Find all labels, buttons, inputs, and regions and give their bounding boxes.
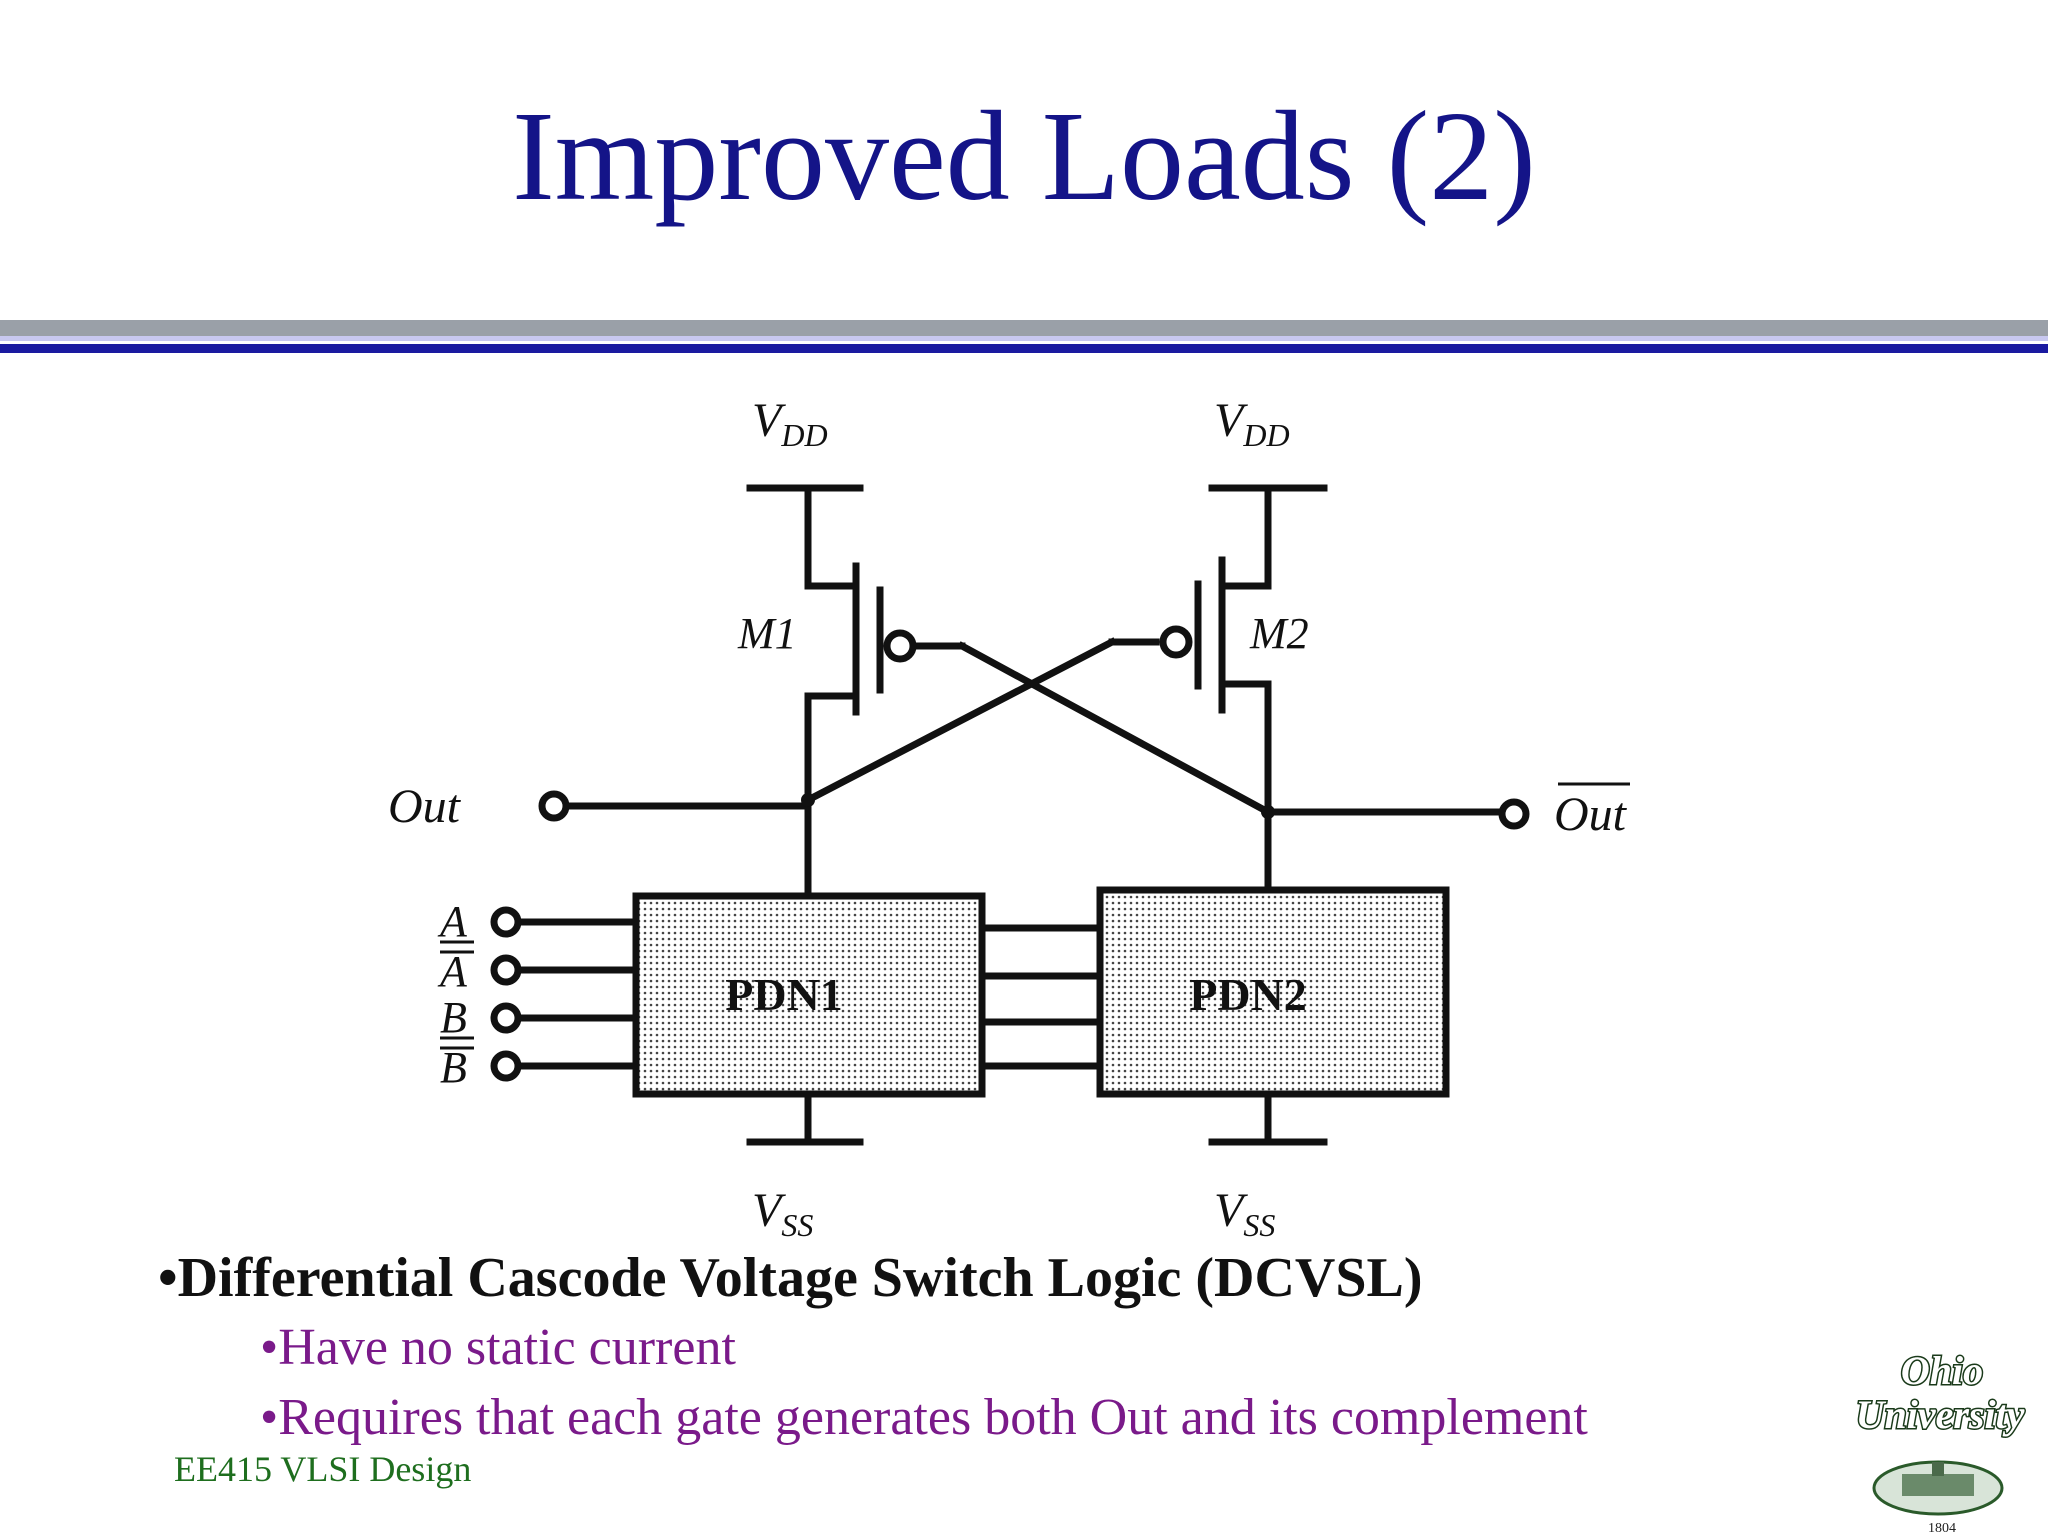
footer-course: EE415 VLSI Design — [174, 1449, 472, 1489]
out-terminal — [538, 790, 570, 822]
input-label-a: A — [437, 897, 468, 946]
logo-year: 1804 — [1928, 1521, 1956, 1536]
out-junction — [801, 793, 815, 807]
m2-label: M2 — [1249, 609, 1309, 658]
vdd-left-label: VDD — [752, 394, 828, 453]
vdd-right-label: VDD — [1214, 394, 1290, 453]
input-label-b: B — [440, 993, 467, 1042]
title-rule-gray — [0, 320, 2048, 336]
logo-text-line2: University — [1856, 1392, 2025, 1437]
m1-source — [804, 484, 860, 590]
m1-drain — [804, 692, 860, 804]
logo-text-line1: Ohio — [1901, 1348, 1983, 1393]
pdn2-label: PDN2 — [1189, 969, 1307, 1020]
vss-right-label: VSS — [1214, 1184, 1275, 1243]
pdn1-box — [632, 892, 986, 1098]
input-label-abar: A — [437, 947, 468, 996]
vss-left-label: VSS — [752, 1184, 813, 1243]
m2-drain — [1218, 680, 1272, 814]
cross-wire-m2-to-out — [803, 637, 1117, 805]
slide-title: Improved Loads (2) — [512, 85, 1536, 227]
bullet-sub-1: •Have no static current — [260, 1319, 736, 1376]
cross-wire-m1-to-outbar — [957, 641, 1273, 817]
m2-gate-bubble — [1159, 625, 1193, 659]
outbar-junction — [1261, 805, 1275, 819]
m1-gate-bubble — [883, 629, 917, 663]
pdn2-box — [1096, 886, 1450, 1098]
input-terminal-abar — [490, 954, 522, 986]
input-terminal-bbar — [490, 1050, 522, 1082]
outbar-terminal — [1498, 798, 1530, 830]
m2-source — [1218, 484, 1272, 590]
outbar-label: Out — [1554, 788, 1628, 841]
input-label-bbar: B — [440, 1043, 467, 1092]
input-terminal-a — [490, 906, 522, 938]
title-rule-blue — [0, 344, 2048, 353]
m1-label: M1 — [737, 609, 797, 658]
bullet-sub-2: •Requires that each gate generates both … — [260, 1389, 1588, 1446]
out-label: Out — [388, 780, 462, 833]
pdn1-label: PDN1 — [725, 969, 843, 1020]
title-rule-lavender — [0, 336, 2048, 341]
bullet-main: •Differential Cascode Voltage Switch Log… — [158, 1247, 1423, 1309]
ohio-university-logo: Ohio University 1804 — [1854, 1347, 2026, 1536]
input-terminal-b — [490, 1002, 522, 1034]
